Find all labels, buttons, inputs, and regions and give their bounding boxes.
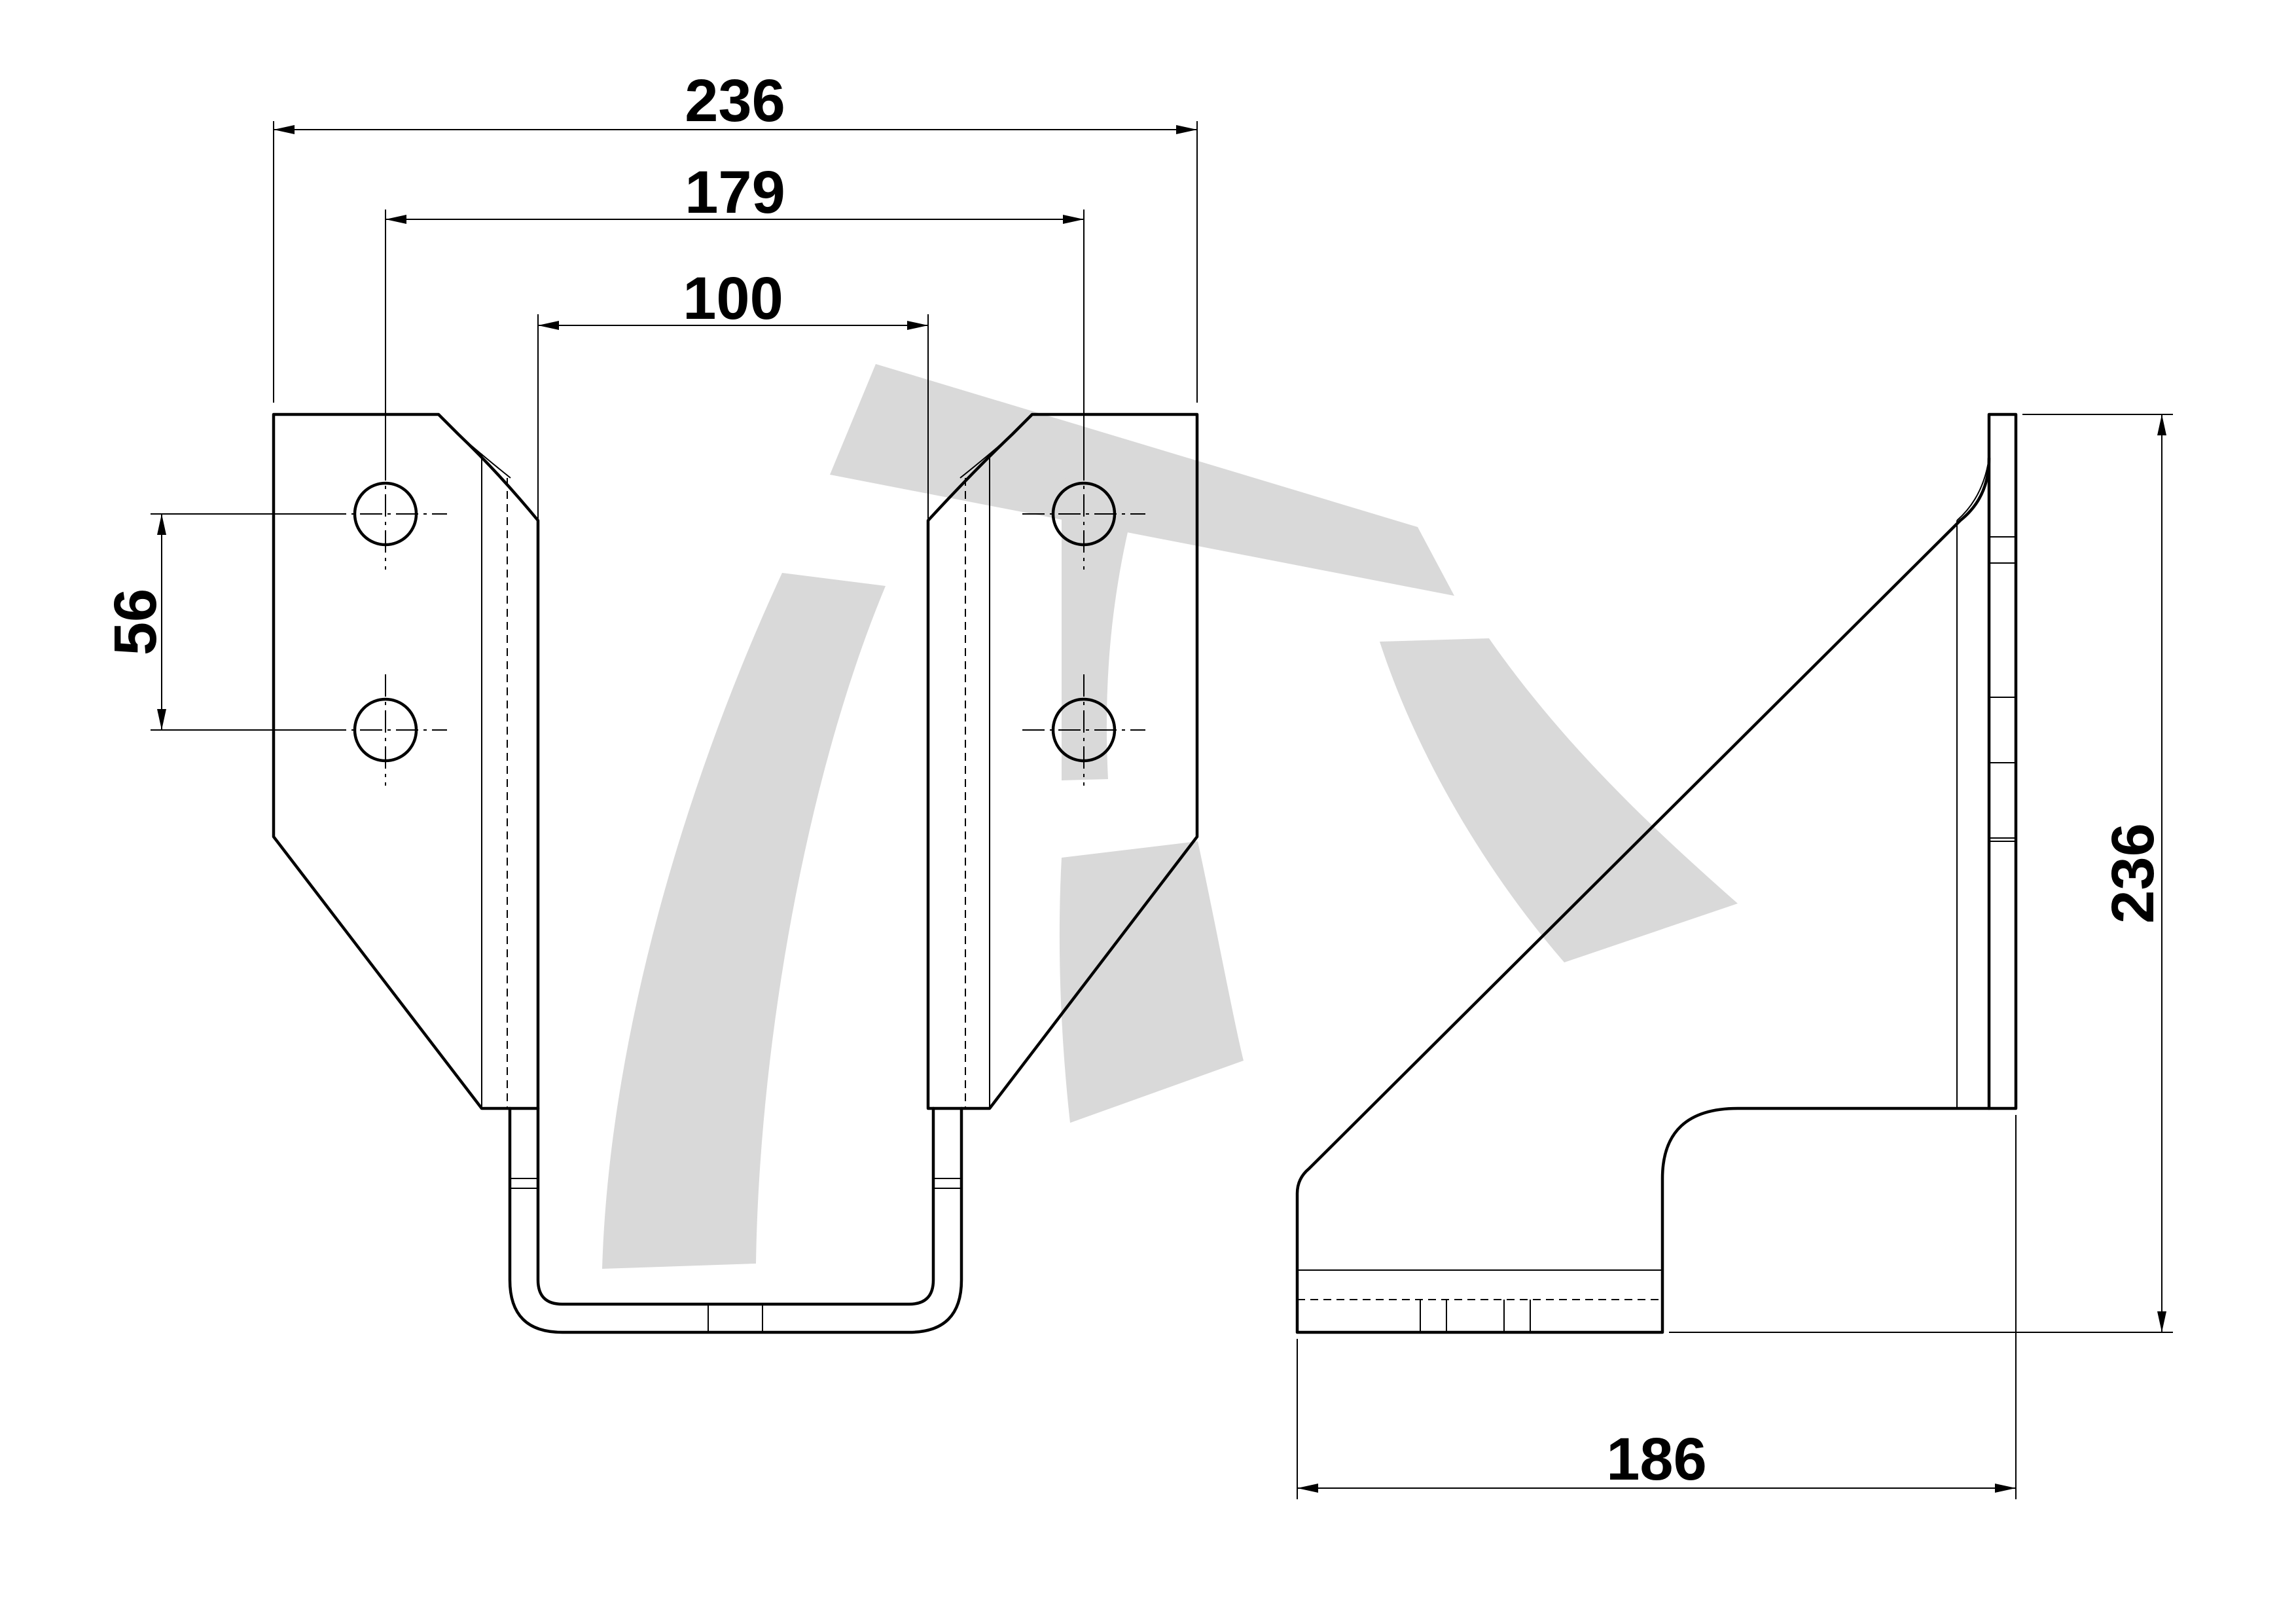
dim-label-side-depth: 186 [1606,1426,1707,1493]
dimension-inner-width: 100 [537,265,929,520]
center-lines [324,458,1145,786]
dim-label-hole-pitch: 56 [102,589,169,655]
dim-label-side-height: 236 [2100,823,2166,924]
dimension-overall-width: 236 [273,67,1198,403]
watermark-logo [602,364,1738,1269]
front-view-outline [272,412,540,1110]
side-view [1295,412,2018,1334]
side-view-outline [1295,412,2018,1334]
dimension-bolt-spacing: 179 [385,159,1085,458]
dim-label-bolt-spacing: 179 [685,159,785,226]
dim-label-overall-width: 236 [685,67,785,134]
dimension-hole-pitch: 56 [102,513,324,731]
dimension-side-height: 236 [1669,414,2173,1333]
dimension-side-depth: 186 [1297,1115,2017,1499]
u-strap-outline [508,1106,963,1334]
u-strap-inner [536,1106,935,1306]
front-view [272,412,1199,1334]
dim-label-inner-width: 100 [683,265,783,332]
